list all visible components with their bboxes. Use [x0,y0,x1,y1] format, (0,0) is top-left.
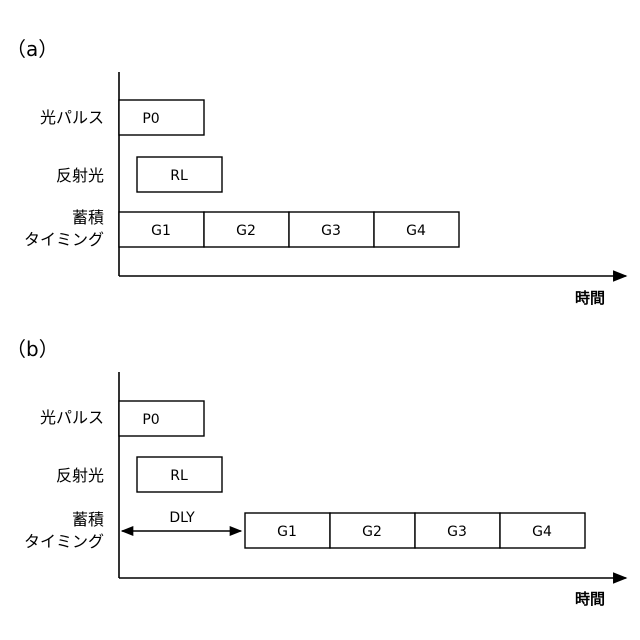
panel-a-pulse-box [119,100,204,135]
panel-a-row-accum-label-2: タイミング [24,230,104,249]
panel-b-gate-g4-text: G4 [532,524,552,540]
panel-a-time-label: 時間 [575,289,605,307]
panel-a-label: （a） [6,37,58,61]
panel-b-time-label: 時間 [575,590,605,608]
panel-b-reflect-text: RL [170,468,188,484]
panel-b: （b） 時間 光パルス 反射光 蓄積 タイミング P0 RL DLY G1 G2… [6,337,626,608]
panel-a-pulse-text: P0 [142,111,159,127]
panel-a-row-accum-label-1: 蓄積 [72,208,104,227]
panel-b-row-pulse-label: 光パルス [40,408,104,427]
panel-b-gate-g1-text: G1 [277,524,297,540]
panel-b-delay-text: DLY [169,510,195,526]
panel-b-gate-g3-text: G3 [447,524,467,540]
panel-b-pulse-box [119,401,204,436]
panel-a-gate-g2-text: G2 [236,223,256,239]
panel-a-gate-g1-text: G1 [151,223,171,239]
panel-a: （a） 時間 光パルス 反射光 蓄積 タイミング P0 RL G1 G2 G3 … [6,37,626,307]
panel-a-gate-g4-text: G4 [406,223,426,239]
panel-a-reflect-text: RL [170,168,188,184]
panel-b-pulse-text: P0 [142,412,159,428]
panel-b-row-accum-label-2: タイミング [24,532,104,551]
panel-a-row-pulse-label: 光パルス [40,108,104,127]
panel-b-label: （b） [6,337,59,361]
panel-a-row-reflect-label: 反射光 [56,166,104,185]
panel-b-gate-g2-text: G2 [362,524,382,540]
panel-a-gate-g3-text: G3 [321,223,341,239]
panel-b-row-reflect-label: 反射光 [56,466,104,485]
panel-b-row-accum-label-1: 蓄積 [72,510,104,529]
